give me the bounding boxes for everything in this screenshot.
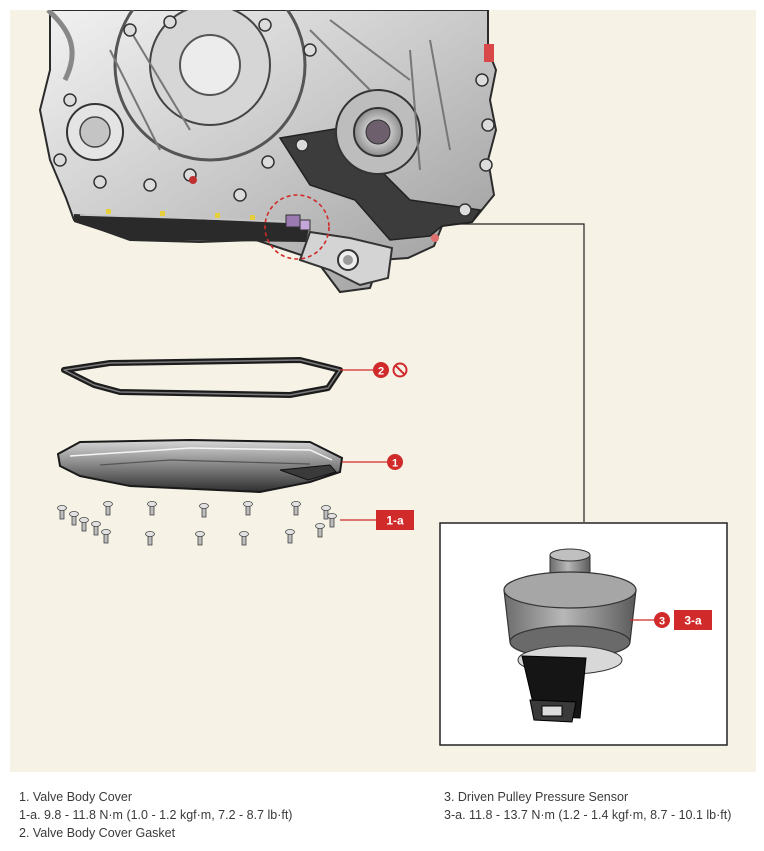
legend-left-column: 1. Valve Body Cover 1-a. 9.8 - 11.8 N·m … bbox=[19, 788, 292, 842]
bolt bbox=[321, 504, 331, 520]
do-not-reuse-icon bbox=[392, 362, 408, 378]
callout-3-a-label: 3-a bbox=[684, 614, 702, 628]
bolt bbox=[243, 500, 253, 516]
bolt bbox=[103, 500, 113, 516]
legend-item-cover-bolt-torque: 1-a. 9.8 - 11.8 N·m (1.0 - 1.2 kgf·m, 7.… bbox=[19, 808, 293, 822]
callout-3-label: 3 bbox=[659, 616, 665, 628]
callout-2-label: 2 bbox=[378, 366, 384, 378]
callout-1: 1 bbox=[387, 454, 403, 470]
legend-item-pressure-sensor: 3. Driven Pulley Pressure Sensor bbox=[444, 790, 629, 804]
parts-legend: 1. Valve Body Cover 1-a. 9.8 - 11.8 N·m … bbox=[0, 780, 764, 851]
bolt bbox=[57, 504, 67, 520]
bolt bbox=[195, 531, 205, 546]
bolt bbox=[199, 502, 209, 518]
callout-1-label: 1 bbox=[392, 458, 398, 470]
callout-1-a-label: 1-a bbox=[386, 514, 404, 528]
bolt bbox=[101, 529, 111, 544]
legend-item-sensor-torque: 3-a. 11.8 - 13.7 N·m (1.2 - 1.4 kgf·m, 8… bbox=[444, 808, 732, 822]
bolt bbox=[327, 512, 337, 528]
sensor-leader-line bbox=[452, 223, 585, 522]
bolt bbox=[239, 531, 249, 546]
callout-3: 3 bbox=[654, 612, 670, 628]
bolt bbox=[69, 510, 79, 526]
callout-3-a: 3-a bbox=[674, 610, 712, 630]
valve-body-cover-bolts bbox=[57, 500, 337, 546]
bolt bbox=[79, 516, 89, 532]
bolt bbox=[285, 529, 295, 544]
exploded-diagram: 2 1 1-a bbox=[10, 10, 756, 772]
bolt bbox=[315, 523, 325, 538]
bolt bbox=[91, 520, 101, 536]
transmission-housing bbox=[38, 10, 498, 294]
legend-item-cover-gasket: 2. Valve Body Cover Gasket bbox=[19, 826, 176, 840]
valve-body-cover-gasket bbox=[61, 357, 343, 398]
callout-1-a: 1-a bbox=[376, 510, 414, 530]
bolt bbox=[145, 531, 155, 546]
valve-body-cover bbox=[56, 438, 344, 494]
legend-right-column: 3. Driven Pulley Pressure Sensor 3-a. 11… bbox=[444, 788, 731, 824]
bolt bbox=[147, 500, 157, 516]
bolt bbox=[291, 500, 301, 516]
legend-item-valve-body-cover: 1. Valve Body Cover bbox=[19, 790, 133, 804]
callout-2: 2 bbox=[373, 362, 389, 378]
sensor-detail-inset bbox=[439, 522, 728, 746]
